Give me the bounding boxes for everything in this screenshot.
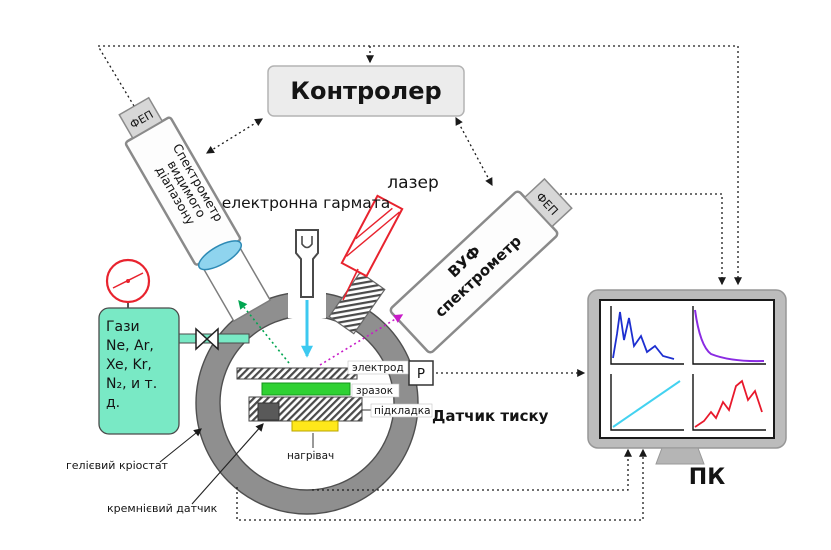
laser-hatch-1 bbox=[345, 211, 400, 257]
gas-box bbox=[98, 307, 180, 435]
pc-chart-blue-spectrum bbox=[612, 311, 675, 360]
outer-labels: гелієвий кріостат кремнієвий датчик bbox=[66, 423, 264, 515]
electron-gun: електронна гармата bbox=[222, 194, 391, 298]
gas-label-line2: Ne, Ar, bbox=[106, 338, 154, 354]
substrate-label-bg bbox=[370, 403, 433, 418]
laser-port-collar bbox=[328, 271, 386, 335]
pressure-sensor: P Датчик тиску bbox=[408, 360, 549, 425]
arrow-chamber-to-pc-1 bbox=[312, 448, 632, 491]
pressure-sensor-label: Датчик тиску bbox=[432, 407, 549, 425]
sample-bar bbox=[261, 382, 351, 396]
visible-emission-arrow bbox=[238, 299, 290, 364]
chart-axes-top-right bbox=[692, 306, 766, 365]
pc-monitor: ПК bbox=[587, 289, 787, 490]
electrode-label-bg bbox=[347, 360, 409, 375]
electrode-label: электрод bbox=[352, 362, 404, 374]
internal-labels: электрод зразок підкладка нагрівач bbox=[287, 360, 433, 462]
pressure-box bbox=[408, 360, 434, 386]
gas-label-line4: N₂, и т. bbox=[106, 376, 157, 392]
arrow-vuv-fep-to-pc bbox=[560, 193, 726, 286]
cryostat-pointer-arrow bbox=[159, 428, 202, 463]
monitor-stand bbox=[655, 447, 705, 465]
chart-axes-bottom-left bbox=[610, 374, 684, 431]
laser-label: лазер bbox=[387, 173, 439, 193]
electron-gun-tube bbox=[295, 229, 319, 298]
pressure-symbol: P bbox=[417, 366, 425, 382]
signal-connections bbox=[96, 45, 742, 521]
pc-chart-red-spectrum bbox=[694, 379, 763, 428]
heater-bar bbox=[291, 420, 339, 432]
electrode-bar bbox=[236, 367, 358, 380]
chart-axes-bottom-right bbox=[692, 374, 766, 431]
pc-label: ПК bbox=[689, 465, 725, 490]
chamber-internals bbox=[236, 367, 363, 448]
sample-label-bg bbox=[351, 383, 400, 398]
pc-chart-purple-decay bbox=[694, 309, 765, 363]
controller: Контролер bbox=[267, 65, 465, 117]
sample-label: зразок bbox=[356, 385, 393, 397]
silicon-sensor-label: кремнієвий датчик bbox=[107, 502, 218, 515]
laser-body bbox=[340, 194, 404, 278]
vuv-emission-arrow bbox=[319, 314, 404, 366]
pc-chart-cyan-line bbox=[612, 380, 681, 428]
gas-label-line5: д. bbox=[106, 395, 120, 411]
valve-icon-left bbox=[195, 327, 209, 351]
laser-hatch-2 bbox=[355, 207, 393, 240]
chart-axes-top-left bbox=[610, 306, 684, 365]
vis-lens bbox=[197, 240, 243, 271]
arrow-controller-vuv-spectrometer bbox=[455, 116, 493, 187]
controller-label: Контролер bbox=[290, 77, 441, 105]
gauge-pivot bbox=[126, 279, 130, 283]
gas-supply: Гази Ne, Ar, Xe, Kr, N₂, и т. д. bbox=[98, 258, 250, 435]
electron-gun-label: електронна гармата bbox=[222, 194, 391, 212]
cryostat-label: гелієвий кріостат bbox=[66, 459, 169, 472]
arrow-chamber-to-pc-2 bbox=[236, 448, 647, 521]
valve-icon-right bbox=[205, 327, 219, 351]
gas-label-line3: Xe, Kr, bbox=[106, 357, 152, 373]
heater-label: нагрівач bbox=[287, 450, 334, 462]
controller-box bbox=[267, 65, 465, 117]
laser-tube bbox=[340, 194, 404, 278]
arrow-controller-vis-spectrometer bbox=[205, 118, 264, 154]
gun-filament bbox=[301, 236, 313, 249]
laser: лазер bbox=[340, 173, 439, 301]
gas-label-line1: Гази bbox=[106, 319, 140, 335]
vis-fep-box bbox=[118, 96, 164, 140]
substrate-label: підкладка bbox=[374, 405, 431, 417]
vuv-fep-box bbox=[523, 177, 573, 228]
silicon-sensor-pointer-arrow bbox=[191, 423, 264, 505]
laser-collar-rect bbox=[328, 271, 386, 335]
laser-beam bbox=[342, 268, 359, 301]
visible-spectrometer: ФЕП Спектрометр видимого діапазону bbox=[118, 96, 272, 323]
silicon-sensor-block bbox=[257, 402, 280, 421]
vuv-spectrometer: ФЕП ВУФ спектрометр bbox=[389, 177, 573, 354]
